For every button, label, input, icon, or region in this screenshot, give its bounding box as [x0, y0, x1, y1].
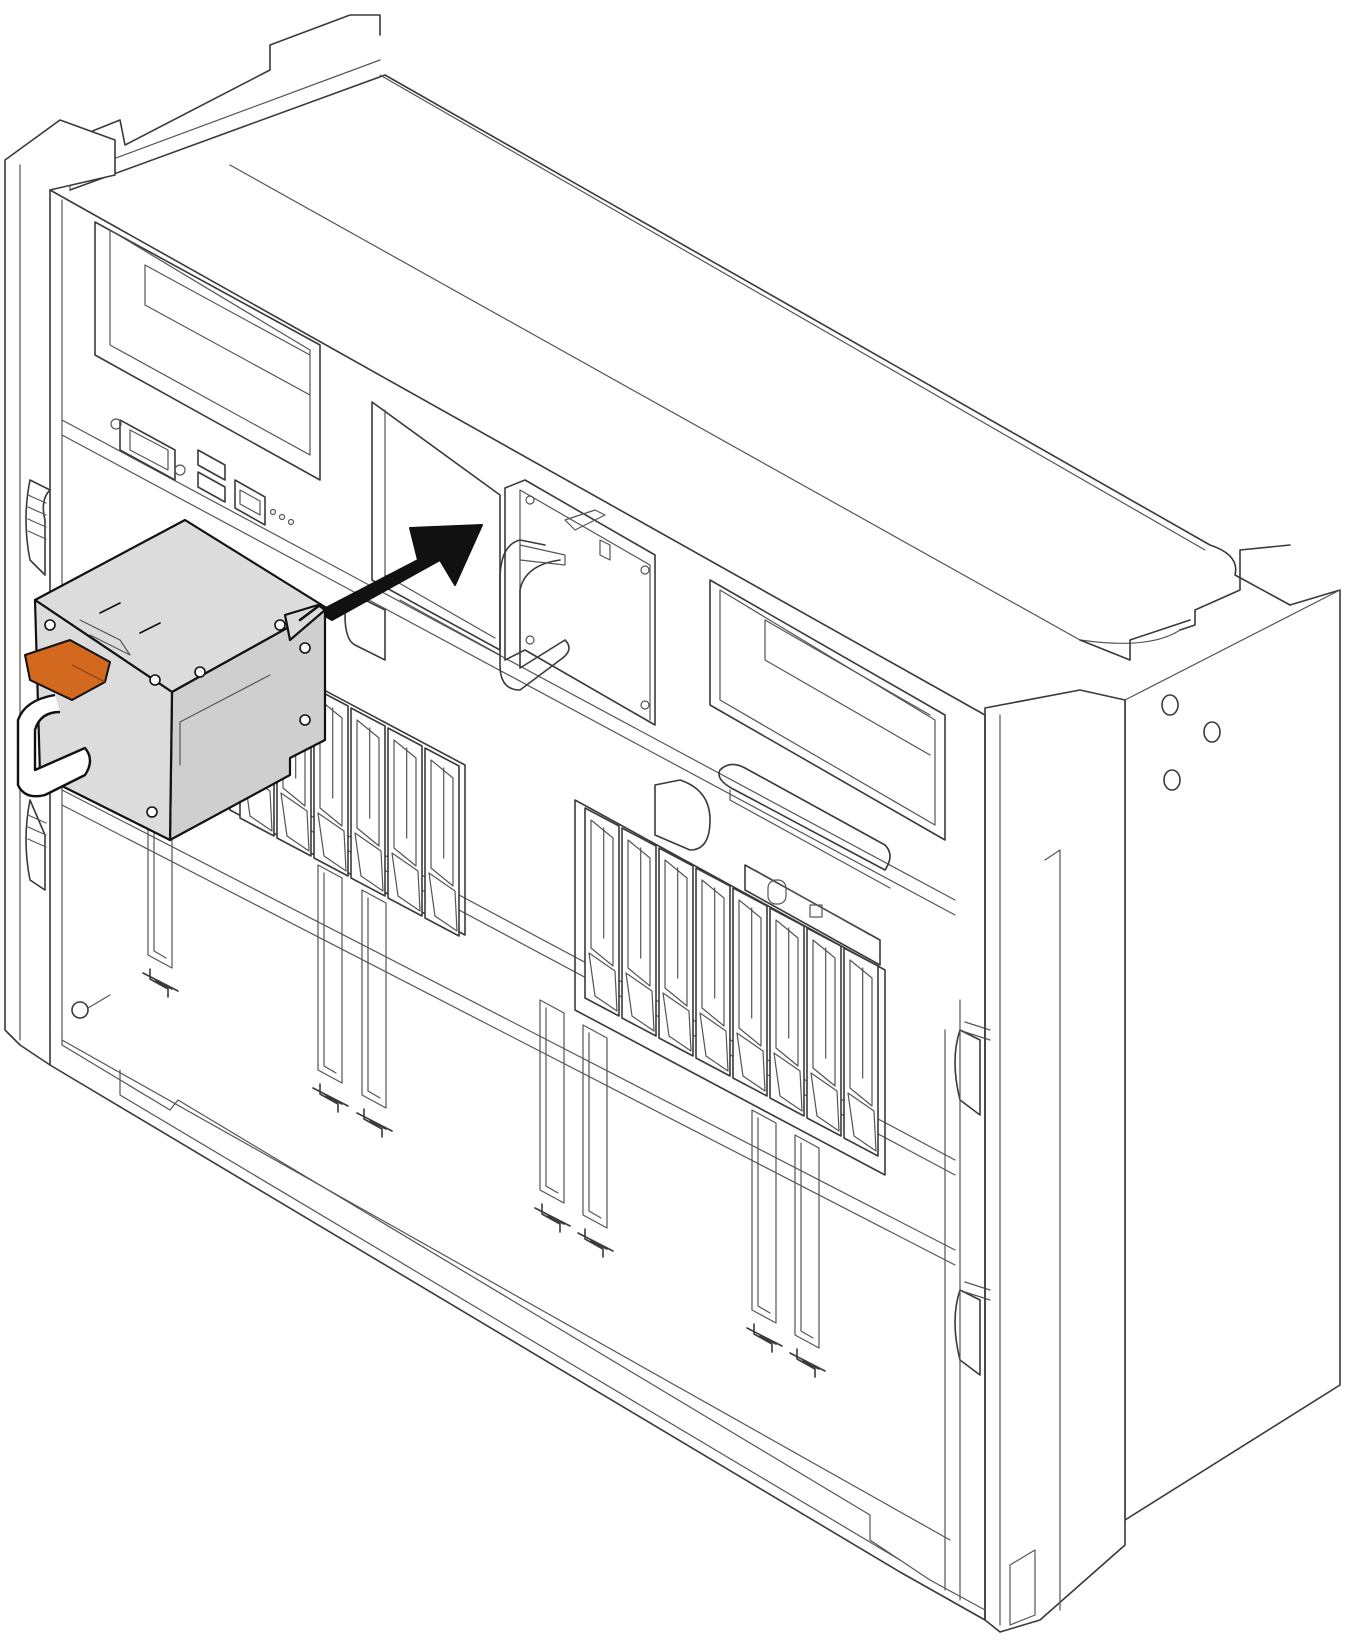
chassis-front-frame	[49, 189, 986, 1621]
pcie-slots	[142, 814, 826, 1378]
optical-drive	[744, 864, 881, 966]
rack-ear-label-plate	[1009, 1549, 1036, 1626]
usb-port	[197, 471, 226, 503]
horizontal-slot	[718, 763, 891, 871]
chassis-top-cover	[44, 14, 1291, 606]
drive-bay	[584, 807, 620, 1017]
status-led	[269, 508, 277, 516]
module-handle-icon	[499, 539, 570, 691]
server-chassis	[4, 14, 1341, 1633]
ethernet-port	[234, 479, 266, 526]
pcie-slot	[356, 889, 393, 1138]
module-handle-icon	[16, 693, 92, 798]
rear-io-ports	[110, 418, 295, 526]
status-led	[287, 518, 295, 526]
pcie-slot	[577, 1024, 614, 1258]
vga-port	[119, 419, 176, 481]
drive-bay	[695, 867, 731, 1077]
pcie-slot	[746, 1109, 783, 1353]
drive-bay	[843, 947, 879, 1157]
drive-bay	[350, 707, 386, 897]
pcie-slot	[142, 814, 179, 998]
drive-cage-tab	[654, 779, 711, 851]
drive-bay	[732, 887, 768, 1097]
installed-module	[499, 479, 656, 726]
side-pin	[1161, 694, 1179, 716]
upper-left-bay	[94, 221, 321, 481]
left-latch	[25, 479, 51, 576]
drive-bay	[769, 907, 805, 1117]
usb-port	[197, 449, 226, 481]
right-drive-cage	[574, 799, 886, 1176]
side-pin	[1203, 721, 1221, 743]
power-supply-module	[16, 518, 327, 842]
drive-bay	[658, 847, 694, 1057]
right-rack-ear	[984, 689, 1126, 1633]
pcie-slot	[789, 1134, 826, 1378]
insertion-arrow-icon	[317, 524, 483, 621]
drive-bay	[621, 827, 657, 1037]
drive-bay	[387, 727, 423, 917]
right-latch	[954, 1029, 981, 1116]
pcie-slot	[312, 864, 349, 1113]
status-led	[278, 513, 286, 521]
drive-bay	[806, 927, 842, 1137]
chassis-right-side	[1124, 589, 1341, 1521]
pcie-slot	[534, 999, 571, 1233]
upper-right-bay	[709, 579, 946, 841]
drive-bay	[424, 747, 460, 937]
side-pin	[1163, 769, 1181, 791]
frame-screw	[71, 1001, 89, 1019]
